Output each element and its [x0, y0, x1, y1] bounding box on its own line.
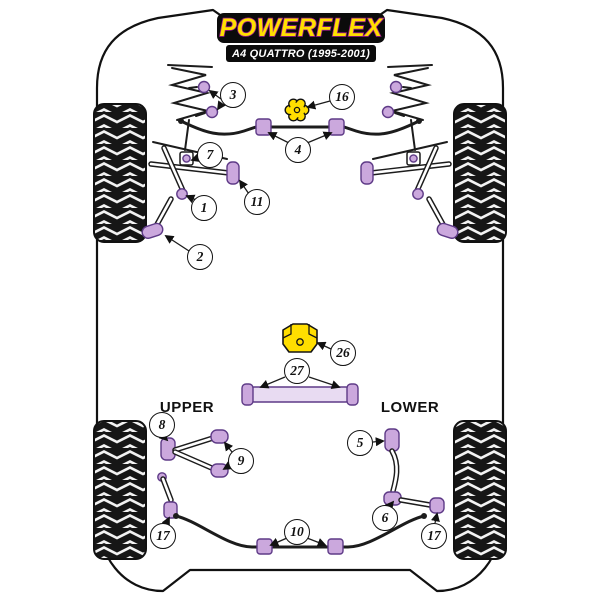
callout-11: 11	[244, 189, 270, 215]
bushing-part	[141, 222, 164, 239]
callout-5: 5	[347, 430, 373, 456]
front-left-suspension	[141, 64, 240, 239]
callout-1: 1	[191, 195, 217, 221]
subframe-bar-part	[241, 383, 359, 406]
arb-bushing-part	[256, 538, 273, 555]
center-mount-part	[282, 323, 318, 353]
label-lower: LOWER	[380, 399, 440, 416]
bushing-part	[163, 501, 178, 519]
powerflex-logo-text: POWERFLEX	[219, 13, 384, 43]
callout-7: 7	[197, 142, 223, 168]
bushing-part	[226, 161, 240, 185]
bushing-part	[210, 429, 229, 444]
rear-anti-roll-bar	[173, 513, 427, 555]
bushing-part	[346, 383, 359, 406]
tire-front-left	[93, 103, 147, 243]
powerflex-logo: POWERFLEX	[217, 13, 385, 43]
bushing-part	[210, 463, 229, 478]
callout-26: 26	[330, 340, 356, 366]
arb-bushing-part	[327, 538, 344, 555]
ball-joint-part	[176, 188, 188, 200]
callout-9: 9	[228, 448, 254, 474]
bushing-part	[429, 497, 445, 514]
callout-2: 2	[187, 244, 213, 270]
callout-16: 16	[329, 84, 355, 110]
callout-8: 8	[149, 412, 175, 438]
callout-3: 3	[220, 82, 246, 108]
brand-text: POWERFLEX	[220, 14, 384, 42]
callout-10: 10	[284, 519, 310, 545]
bushing-part	[205, 105, 219, 119]
model-text: A4 QUATTRO (1995-2001)	[231, 47, 371, 60]
bushing-part	[182, 154, 191, 163]
front-anti-roll-bar	[178, 118, 422, 136]
callout-27: 27	[284, 358, 310, 384]
model-banner: A4 QUATTRO (1995-2001)	[226, 45, 376, 62]
arb-bushing-part	[255, 118, 272, 136]
arb-bushing-part	[328, 118, 345, 136]
bushing-part	[384, 428, 400, 452]
label-upper: UPPER	[159, 399, 215, 416]
callout-4: 4	[285, 137, 311, 163]
rear-right-lower-arm-assembly	[383, 428, 445, 514]
bushing-part	[197, 80, 211, 94]
steering-coupling-part	[284, 98, 310, 122]
tire-rear-left	[93, 420, 147, 560]
tire-front-right	[453, 103, 507, 243]
callout-17-left: 17	[150, 523, 176, 549]
rear-left-upper-arm-assembly	[157, 429, 229, 519]
bushing-part	[241, 383, 254, 406]
callout-6: 6	[372, 505, 398, 531]
callout-17-right: 17	[421, 523, 447, 549]
tire-rear-right	[453, 420, 507, 560]
